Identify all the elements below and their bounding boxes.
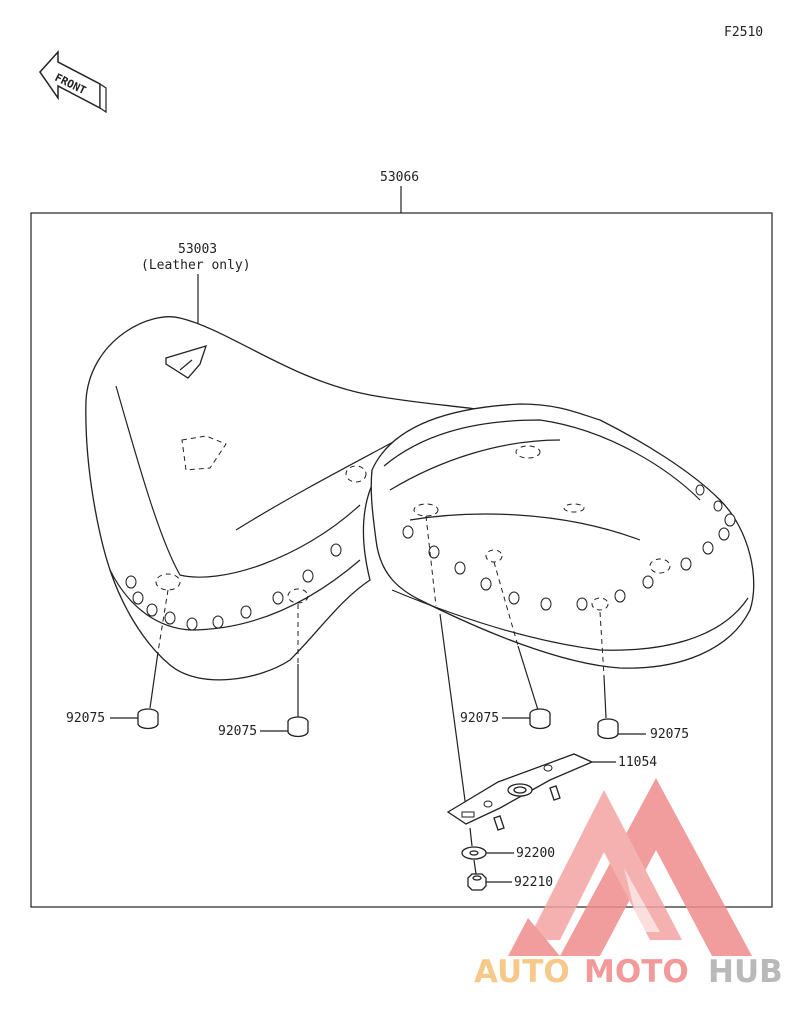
damper-2: 92075 xyxy=(218,604,309,739)
nut-label: 92210 xyxy=(514,875,553,890)
seat-drawing xyxy=(85,316,755,681)
washer-92200: 92200 xyxy=(461,827,555,861)
damper-4: 92075 xyxy=(597,611,689,742)
damper-1: 92075 xyxy=(66,589,169,730)
cover-note-label: (Leather only) xyxy=(141,258,251,273)
cover-part-label: 53003 xyxy=(178,242,217,257)
damper-2-label: 92075 xyxy=(218,724,257,739)
watermark-moto: MOTO xyxy=(584,954,689,990)
watermark-logo-icon xyxy=(508,778,752,956)
diagram-code: F2510 xyxy=(724,25,763,40)
front-arrow-icon: FRONT xyxy=(39,50,107,114)
watermark-hub: HUB xyxy=(708,954,783,990)
damper-1-label: 92075 xyxy=(66,711,105,726)
assembly-part-label: 53066 xyxy=(380,170,419,185)
damper-4-label: 92075 xyxy=(650,727,689,742)
bracket-11054: 11054 xyxy=(425,515,657,831)
watermark-auto: AUTO xyxy=(474,954,570,990)
watermark-text: AUTO MOTO HUB xyxy=(474,954,783,990)
damper-3-label: 92075 xyxy=(460,711,499,726)
washer-label: 92200 xyxy=(516,846,555,861)
nut-92210: 92210 xyxy=(467,859,553,891)
assembly-frame xyxy=(30,212,773,908)
bracket-label: 11054 xyxy=(618,755,657,770)
seat-studs xyxy=(125,484,736,631)
damper-3: 92075 xyxy=(460,561,551,730)
